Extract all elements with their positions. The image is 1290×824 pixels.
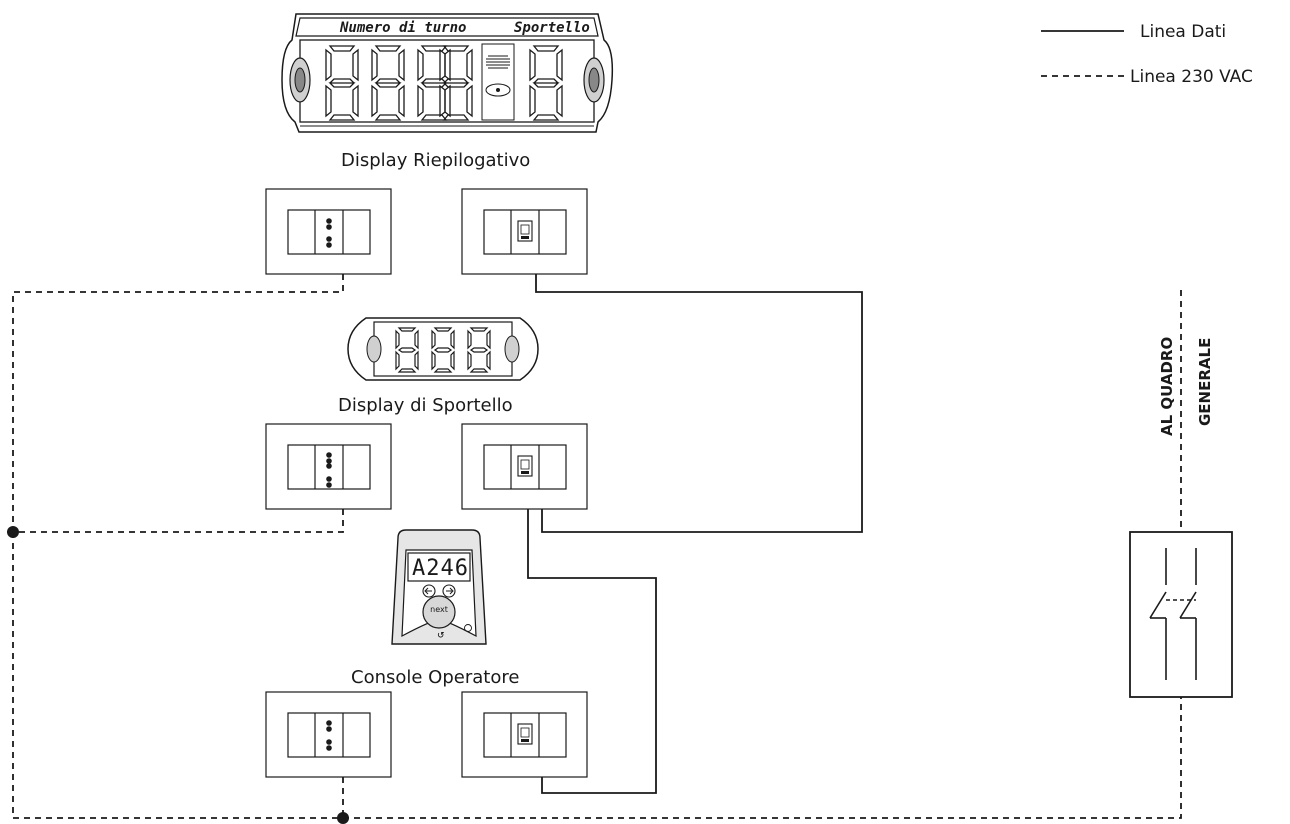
main-switch-icon [1149,548,1197,680]
sensor-icon [485,83,511,97]
main-panel: AL QUADRO GENERALE [1129,337,1233,698]
power-line-outlet-2 [13,509,344,533]
summary-header-left: Numero di turno [339,20,466,36]
console-next-button [422,595,456,629]
power-outlet-1 [265,188,392,275]
data-wiring [527,274,863,794]
console-recall-icon: ↺ [437,631,445,641]
power-outlet-2 [265,423,392,510]
main-panel-label-line1: AL QUADRO [1158,337,1176,436]
counter-right-knob-icon [504,335,520,363]
socket-pin-icon [326,218,332,224]
legend-data-line-label: Linea Dati [1140,22,1226,42]
power-outlet-3 [265,691,392,778]
rj-jack-icon [517,723,533,745]
summary-display-caption: Display Riepilogativo [341,150,530,171]
console-info-icon [464,624,472,632]
counter-display-caption: Display di Sportello [338,395,513,416]
socket-pin-icon [326,720,332,726]
summary-header-right: Sportello [514,20,590,36]
console-screen [407,552,471,582]
data-line-outlet-1-to-2 [535,274,863,533]
power-junction-bottom [337,812,349,824]
console-screen-text: A246 [412,556,469,581]
socket-pin-icon [326,452,332,458]
counter-left-knob-icon [366,335,382,363]
console-caption: Console Operatore [351,667,519,688]
counter-display: Display di Sportello [338,317,539,416]
rj-jack-icon [517,220,533,242]
power-junction-left [7,526,19,538]
console-back-arrow-icon [422,584,436,598]
console-forward-arrow-icon [442,584,456,598]
summary-display: Numero di turno Sportello Display Riepil… [281,13,614,171]
data-line-outlet-2-to-3 [527,509,657,794]
speaker-grille-icon [486,55,510,69]
power-line-bus [12,532,1182,819]
power-wiring [12,274,1182,819]
power-line-outlet-1 [12,274,344,532]
data-outlet-2 [461,423,588,510]
rj-jack-icon [517,455,533,477]
main-switch-box [1129,531,1233,698]
operator-console: A246 next ↺ Console Operatore [351,529,519,688]
legend-power-line-label: Linea 230 VAC [1130,67,1253,87]
legend: Linea Dati Linea 230 VAC [1041,22,1253,87]
data-outlet-1 [461,188,588,275]
console-next-label: next [430,605,448,614]
data-outlet-3 [461,691,588,778]
main-panel-label-line2: GENERALE [1196,338,1214,426]
